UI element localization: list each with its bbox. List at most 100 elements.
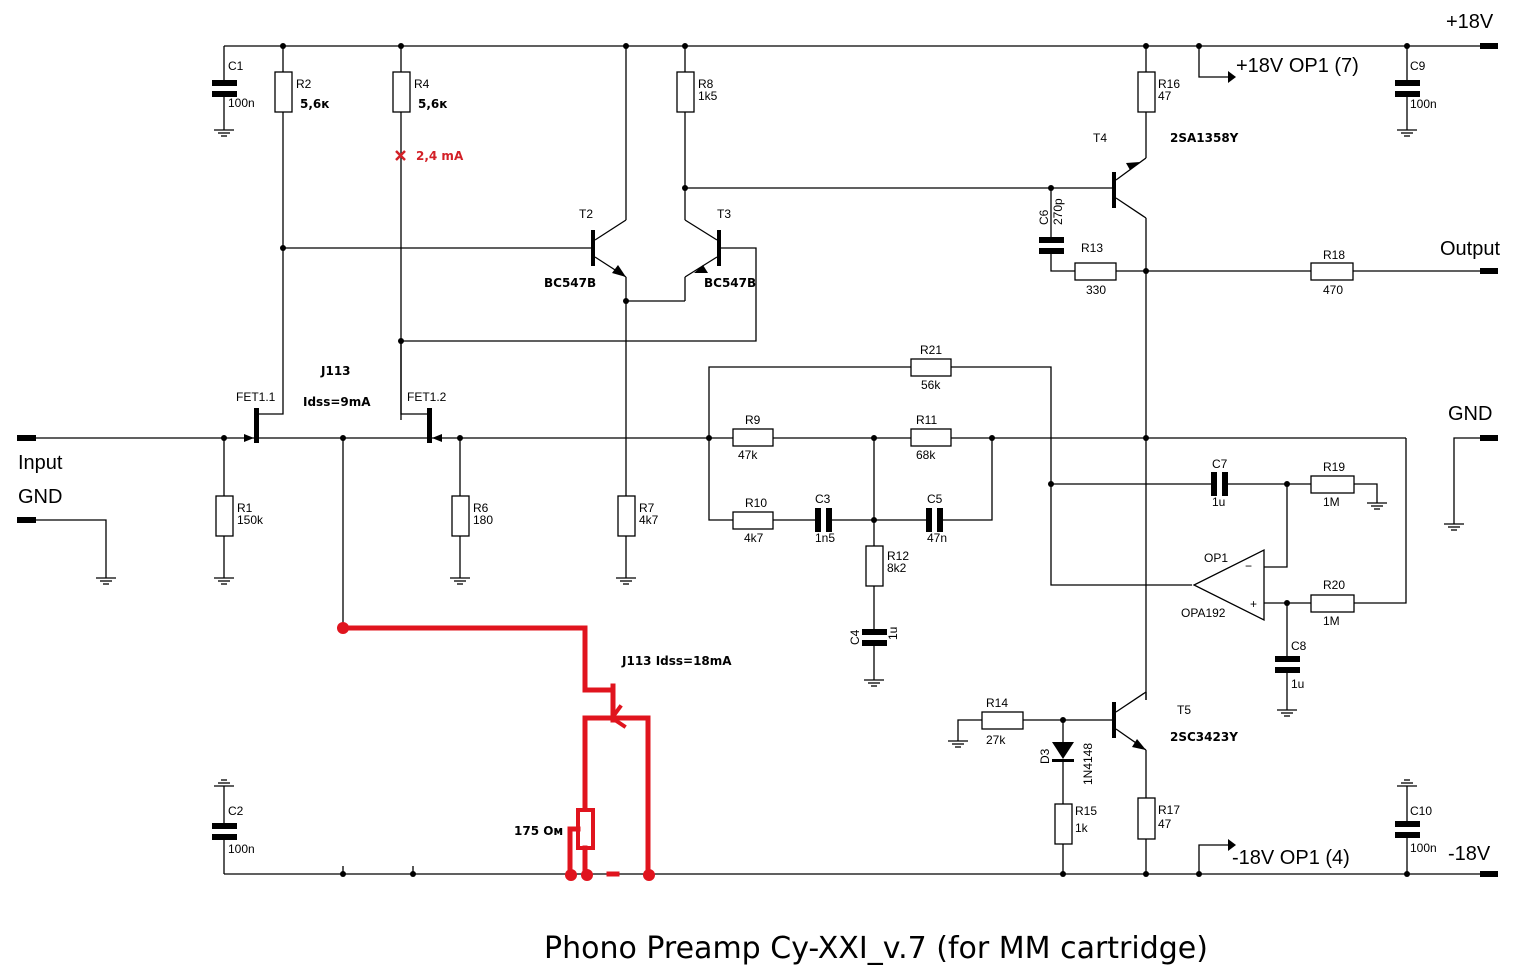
r15-value: 1k xyxy=(1075,821,1089,835)
r8-ref: R8 xyxy=(698,77,714,91)
fet1-1-ref: FET1.1 xyxy=(236,390,276,404)
capacitor-c1: C1 100n xyxy=(212,46,255,137)
r4-value: 5,6к xyxy=(418,97,447,111)
capacitor-c9: C9 100n xyxy=(1395,43,1437,137)
t3-value: BC547B xyxy=(704,276,756,290)
c2-ref: C2 xyxy=(228,804,244,818)
positive-rail-terminal[interactable] xyxy=(1480,43,1498,49)
ground-icon xyxy=(1277,709,1297,717)
op1-minus-label: − xyxy=(1245,559,1252,573)
c6-value: 270p xyxy=(1051,198,1065,225)
negative-rail: -18V xyxy=(224,843,1498,877)
r18-ref: R18 xyxy=(1323,248,1345,262)
jfet-modification-label: J113 Idss=18mA xyxy=(621,654,732,668)
resistor-modification-label: 175 Ом xyxy=(514,824,563,838)
resistor-r1: R1 150k xyxy=(214,438,264,585)
r19-ref: R19 xyxy=(1323,460,1345,474)
r20-value: 1M xyxy=(1323,614,1340,628)
c9-value: 100n xyxy=(1410,97,1437,111)
opamp-op1: − + OP1 OPA192 xyxy=(1181,548,1265,622)
resistor-r21: R21 56k xyxy=(910,343,952,392)
resistor-r16: R16 47 xyxy=(1137,71,1180,113)
resistor-r13: R13 330 xyxy=(1074,241,1117,297)
resistor-r15: R15 1k xyxy=(1054,803,1097,874)
r4-ref: R4 xyxy=(414,77,430,91)
ground-icon xyxy=(864,679,884,687)
negative-rail-terminal[interactable] xyxy=(1480,871,1498,877)
emitter-arrow-icon xyxy=(612,265,626,277)
fet1-2-ref: FET1.2 xyxy=(407,390,447,404)
output-port: Output xyxy=(1440,238,1500,274)
ground-icon xyxy=(450,577,470,585)
d3-ref: D3 xyxy=(1038,748,1052,764)
d3-value: 1N4148 xyxy=(1081,743,1095,785)
r17-ref: R17 xyxy=(1158,803,1180,817)
r6-ref: R6 xyxy=(473,501,489,515)
r16-ref: R16 xyxy=(1158,77,1180,91)
op1-plus-label: + xyxy=(1250,597,1257,611)
input-terminal[interactable] xyxy=(17,435,36,441)
c1-value: 100n xyxy=(228,96,255,110)
resistor-r2: R2 5,6к xyxy=(274,46,329,248)
transistor-t3: T3 BC547B xyxy=(684,207,756,290)
ground-icon xyxy=(1397,129,1417,137)
r14-ref: R14 xyxy=(986,696,1008,710)
op-positive-supply-label: +18V OP1 (7) xyxy=(1236,55,1359,77)
ground-icon xyxy=(1444,523,1464,531)
output-gnd-terminal[interactable] xyxy=(1480,435,1498,441)
capacitor-c3: C3 1n5 xyxy=(815,492,835,545)
capacitor-c7: C7 1u xyxy=(1211,457,1228,509)
r11-ref: R11 xyxy=(916,413,937,427)
c4-ref: C4 xyxy=(848,629,862,645)
r14-value: 27k xyxy=(986,733,1006,747)
resistor-r12: R12 8k2 xyxy=(865,545,909,587)
r10-ref: R10 xyxy=(745,496,767,510)
capacitor-c10: C10 100n xyxy=(1395,779,1437,877)
ground-icon xyxy=(214,779,234,787)
capacitor-c8: C8 1u xyxy=(1275,603,1307,717)
capacitor-c6: C6 270p xyxy=(1037,188,1075,272)
r12-ref: R12 xyxy=(887,549,909,563)
c4-value: 1u xyxy=(886,627,900,640)
resistor-r20: R20 1M xyxy=(1310,438,1407,628)
transistor-t2: T2 BC547B xyxy=(544,207,627,290)
r6-value: 180 xyxy=(473,513,493,527)
transistor-t5: T5 2SC3423Y xyxy=(1112,691,1238,751)
c8-ref: C8 xyxy=(1291,639,1307,653)
r7-ref: R7 xyxy=(639,501,655,515)
fet-pair-type: J113 xyxy=(320,364,351,378)
op-negative-supply-label: -18V OP1 (4) xyxy=(1232,847,1350,869)
resistor-r18: R18 470 xyxy=(1310,248,1354,297)
jfet-current-source-modification: J113 Idss=18mA 175 Ом xyxy=(337,622,732,881)
ground-icon xyxy=(1397,779,1417,787)
resistor-r11: R11 68k xyxy=(910,413,952,462)
input-gnd-terminal[interactable] xyxy=(17,517,36,523)
emitter-arrow-icon xyxy=(694,265,708,273)
c2-value: 100n xyxy=(228,842,255,856)
emitter-arrow-icon xyxy=(1126,162,1140,170)
output-terminal[interactable] xyxy=(1480,268,1498,274)
t2-ref: T2 xyxy=(579,207,593,221)
t2-value: BC547B xyxy=(544,276,596,290)
jfet-fet1-2: FET1.2 xyxy=(400,341,1406,443)
output-gnd-port: GND xyxy=(1444,403,1498,531)
op1-value: OPA192 xyxy=(1181,606,1226,620)
ground-icon xyxy=(616,577,636,585)
t4-ref: T4 xyxy=(1093,131,1107,145)
resistor-r14: R14 27k xyxy=(948,696,1024,748)
r10-value: 4k7 xyxy=(744,531,764,545)
r20-ref: R20 xyxy=(1323,578,1345,592)
c3-value: 1n5 xyxy=(815,531,835,545)
positive-rail: +18V xyxy=(224,11,1498,49)
output-gnd-label: GND xyxy=(1448,403,1492,425)
ground-icon xyxy=(1367,502,1387,510)
resistor-r9: R9 47k xyxy=(732,413,774,462)
positive-rail-label: +18V xyxy=(1446,11,1494,33)
c10-value: 100n xyxy=(1410,841,1437,855)
r12-value: 8k2 xyxy=(887,561,907,575)
c8-value: 1u xyxy=(1291,677,1304,691)
gate-arrow-icon xyxy=(609,704,627,729)
c5-ref: C5 xyxy=(927,492,943,506)
op1-ref: OP1 xyxy=(1204,551,1228,565)
